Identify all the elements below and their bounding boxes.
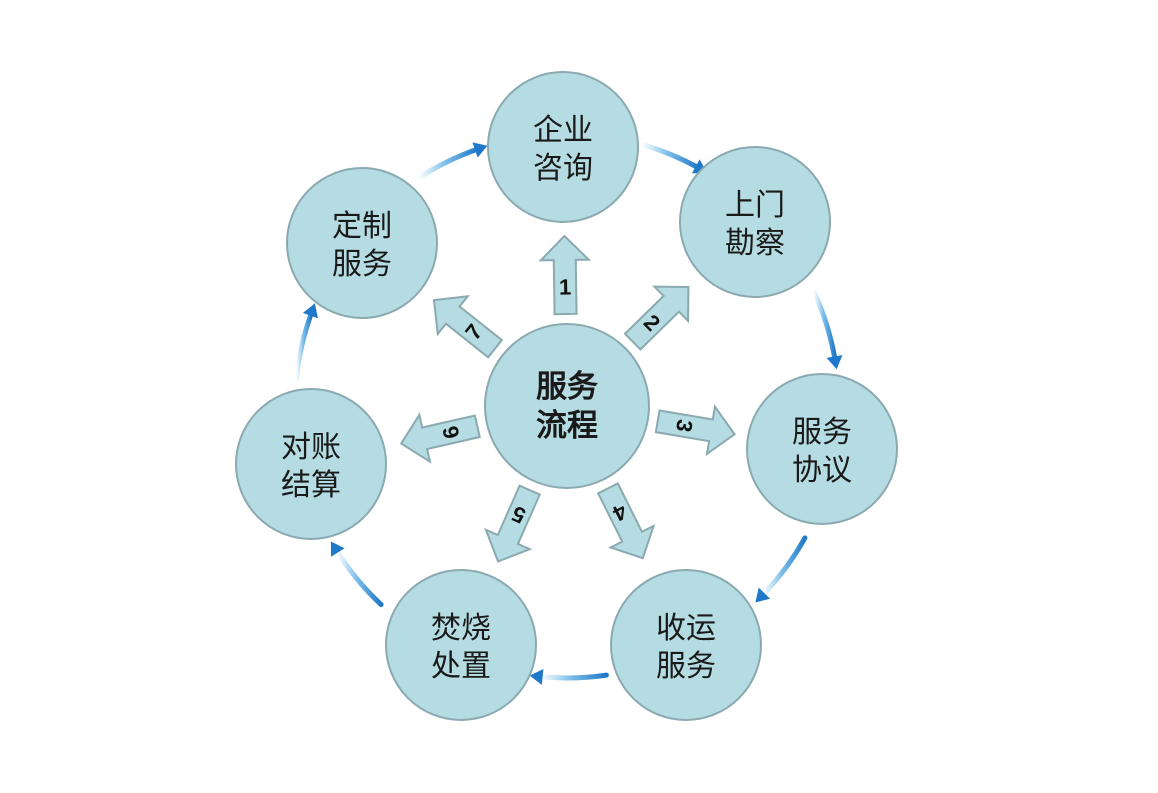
node-label-line1: 服务 xyxy=(792,415,852,450)
cycle-arrow xyxy=(330,541,384,608)
step-arrow-4: 4 xyxy=(596,482,656,560)
cycle-arrow xyxy=(293,303,318,382)
step-arrow-2: 2 xyxy=(623,285,690,351)
step-arrow-shape xyxy=(484,484,542,563)
node-label-line2: 服务 xyxy=(332,247,392,282)
step-arrow-6: 6 xyxy=(399,412,481,464)
node-circle-consult xyxy=(487,71,639,223)
step-arrow-shape xyxy=(432,295,504,359)
node-label-line1: 企业 xyxy=(533,113,593,148)
step-arrow-shape xyxy=(538,234,592,316)
node-label-line2: 咨询 xyxy=(533,151,593,186)
cycle-arrow-head xyxy=(472,142,488,158)
step-number: 6 xyxy=(437,424,464,441)
node-label-line1: 收运 xyxy=(656,611,716,646)
node-label-line2: 协议 xyxy=(792,453,852,488)
step-arrow-1: 1 xyxy=(538,234,592,316)
step-number: 1 xyxy=(559,274,572,299)
node-label-line1: 定制 xyxy=(332,209,392,244)
node-label-line1: 焚烧 xyxy=(431,611,491,646)
cycle-arrow xyxy=(638,141,708,174)
cycle-arrow-stroke xyxy=(638,141,701,171)
node-circle-collection xyxy=(610,569,762,721)
cycle-arrow xyxy=(415,142,488,182)
center-node: 服务 流程 xyxy=(484,323,650,489)
step-arrow-5: 5 xyxy=(484,484,542,563)
cycle-arrow-stroke xyxy=(759,535,808,598)
node-circle-survey xyxy=(679,146,831,298)
cycle-arrow-stroke xyxy=(333,547,384,608)
cycle-arrow-head xyxy=(330,541,345,557)
cycle-arrow-head xyxy=(529,669,544,685)
step-arrow-shape xyxy=(596,482,656,560)
step-arrow-shape xyxy=(623,285,690,351)
node-label-line2: 服务 xyxy=(656,649,716,684)
step-arrow-shape xyxy=(399,412,481,464)
node-circle-disposal xyxy=(385,569,537,721)
step-arrow-3: 3 xyxy=(654,404,737,457)
step-number: 3 xyxy=(671,418,698,434)
node-label-line1: 上门 xyxy=(725,188,785,223)
cycle-arrows xyxy=(293,141,843,685)
node-circle-custom xyxy=(286,167,438,319)
center-label-line2: 流程 xyxy=(536,408,598,444)
cycle-arrow-head xyxy=(302,303,318,319)
cycle-arrow-stroke xyxy=(537,672,609,681)
node-circle-settlement xyxy=(235,388,387,540)
cycle-arrow xyxy=(755,535,808,603)
cycle-arrow-stroke xyxy=(293,310,314,382)
node-label-line2: 勘察 xyxy=(725,226,785,261)
step-arrow-7: 7 xyxy=(432,295,504,359)
cycle-arrow xyxy=(529,669,609,685)
cycle-arrow-head xyxy=(826,355,843,370)
node-label-line2: 结算 xyxy=(281,468,341,503)
cycle-arrow xyxy=(811,288,843,370)
cycle-arrow-head xyxy=(755,587,771,603)
node-circle-agreement xyxy=(746,373,898,525)
center-label-line1: 服务 xyxy=(536,369,598,405)
step-arrow-shape xyxy=(654,404,737,457)
cycle-arrow-stroke xyxy=(415,146,481,182)
cycle-arrow-stroke xyxy=(811,288,838,362)
node-label-line1: 对账 xyxy=(281,430,341,465)
center-circle xyxy=(484,323,650,489)
node-label-line2: 处置 xyxy=(431,649,491,684)
